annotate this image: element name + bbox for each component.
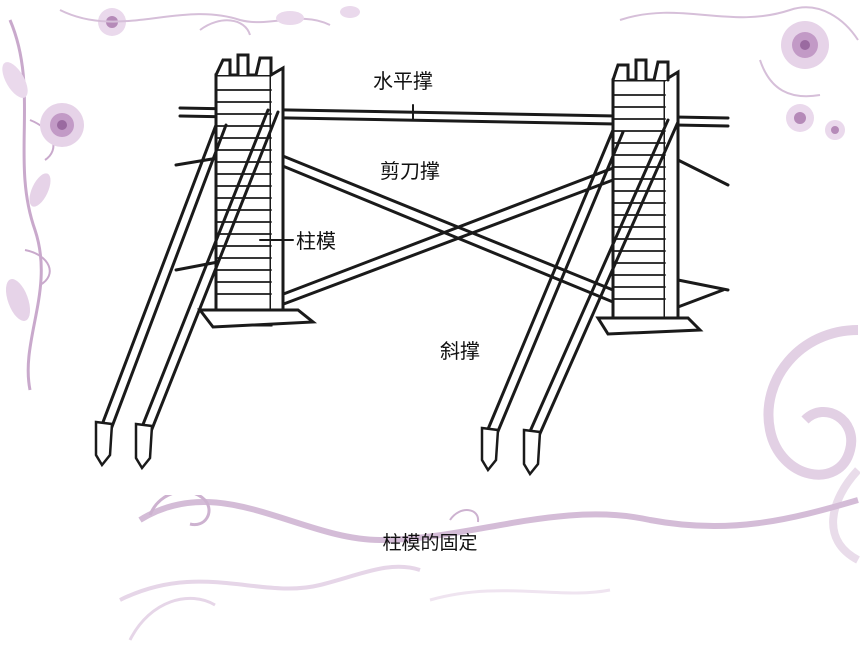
- label-column-formwork: 柱模: [296, 229, 336, 253]
- swirl-icon: [763, 325, 860, 564]
- figure-panel: 水平撑 剪刀撑 柱模 斜撑: [88, 40, 755, 495]
- flower-icon: [825, 120, 845, 140]
- label-scissor-brace: 剪刀撑: [380, 159, 440, 183]
- column-boards-right: [612, 94, 666, 300]
- column-boards-left: [215, 89, 272, 295]
- label-diagonal-brace: 斜撑: [440, 339, 480, 363]
- flower-icon: [786, 104, 814, 132]
- flower-icon: [781, 21, 829, 69]
- label-horizontal-brace: 水平撑: [373, 69, 433, 93]
- ground-stake: [94, 420, 542, 477]
- column-formwork-right: [595, 58, 704, 336]
- figure-caption: 柱模的固定: [382, 532, 478, 554]
- flower-icon: [40, 103, 84, 147]
- diagonal-brace: [98, 108, 680, 440]
- column-formwork-diagram: 水平撑 剪刀撑 柱模 斜撑: [94, 53, 730, 477]
- column-formwork-left: [196, 53, 318, 329]
